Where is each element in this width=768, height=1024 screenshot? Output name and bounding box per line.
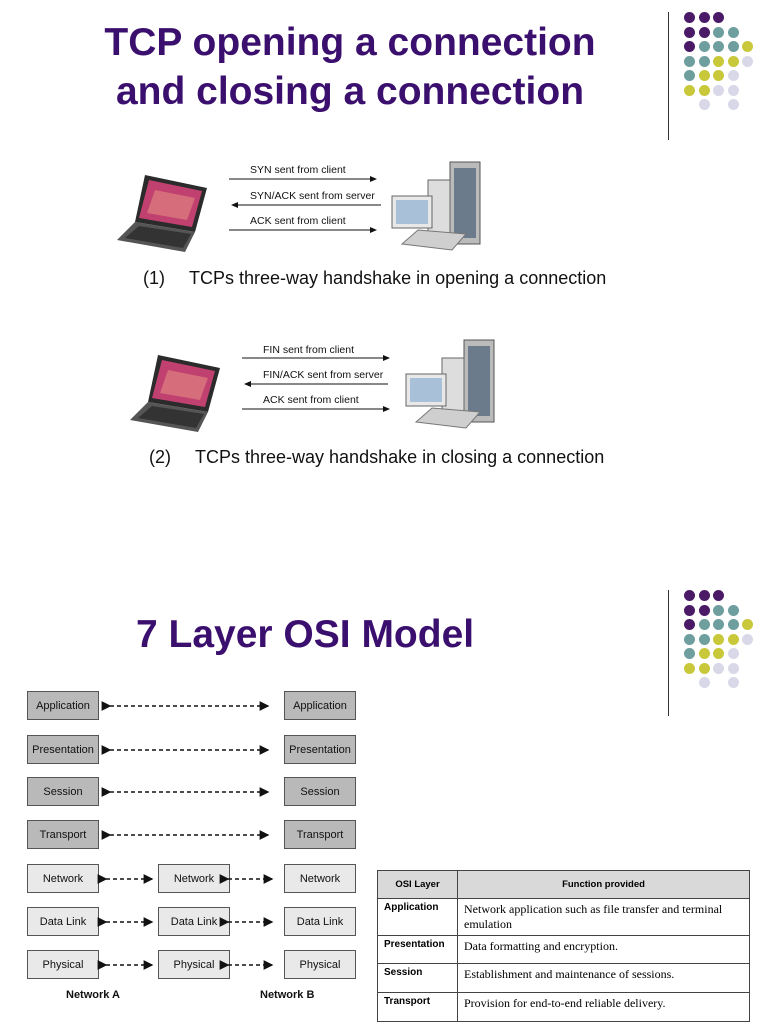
table-cell-function: Network application such as file transfe… xyxy=(457,898,750,936)
decorative-dot xyxy=(727,26,739,38)
laptop-icon xyxy=(130,355,220,432)
decorative-dot xyxy=(742,41,753,52)
table-header-function: Function provided xyxy=(457,870,750,899)
decorative-dot xyxy=(713,84,724,96)
table-header-layer: OSI Layer xyxy=(377,870,458,899)
decorative-dot xyxy=(742,633,753,645)
arrow-label-ack: ACK sent from client xyxy=(250,215,346,227)
decorative-dot xyxy=(698,604,710,616)
decorative-dot xyxy=(698,619,710,630)
decorative-dot xyxy=(713,12,724,23)
table-cell-function: Data formatting and encryption. xyxy=(457,935,750,964)
decorative-dot xyxy=(727,55,739,67)
decorative-dot xyxy=(727,633,739,645)
decorative-dot xyxy=(698,12,710,23)
decorative-dot xyxy=(713,55,724,67)
decorative-dot xyxy=(727,619,739,630)
table-cell-layer: Transport xyxy=(377,992,458,1022)
caption-close: (2) TCPs three-way handshake in closing a… xyxy=(149,447,604,468)
decorative-dot xyxy=(684,662,695,674)
decorative-dots-top xyxy=(668,10,760,140)
caption-open: (1) TCPs three-way handshake in opening a… xyxy=(143,268,606,289)
table-cell-function: Establishment and maintenance of session… xyxy=(457,963,750,993)
slide1-title-line2: and closing a connection xyxy=(115,70,585,113)
decorative-dot xyxy=(698,590,710,601)
decorative-dot xyxy=(713,70,724,81)
decorative-dot xyxy=(727,84,739,96)
decorative-dot xyxy=(713,619,724,630)
decorative-dot xyxy=(698,41,710,52)
slide1-title-line1: TCP opening a connection xyxy=(104,21,596,64)
network-b-label: Network B xyxy=(260,989,315,1001)
decorative-dot xyxy=(684,633,695,645)
laptop-icon xyxy=(117,175,207,252)
decorative-dot xyxy=(698,662,710,674)
decorative-dot xyxy=(698,677,710,688)
table-row: Session Establishment and maintenance of… xyxy=(377,963,750,993)
decorative-dot xyxy=(698,55,710,67)
decorative-dot xyxy=(727,41,739,52)
decorative-dot xyxy=(713,41,724,52)
decorative-dot xyxy=(713,590,724,601)
decorative-dots-bottom xyxy=(668,588,760,716)
decorative-dot xyxy=(698,633,710,645)
slide1-title: TCP opening a connection and closing a c… xyxy=(30,18,670,116)
arrow-label-fin: FIN sent from client xyxy=(263,344,355,356)
decorative-dot xyxy=(713,604,724,616)
decorative-dot xyxy=(727,70,739,81)
decorative-dot xyxy=(684,648,695,659)
decorative-dot xyxy=(684,604,695,616)
decorative-dot xyxy=(684,619,695,630)
table-cell-layer: Session xyxy=(377,963,458,993)
table-cell-function: Provision for end-to-end reliable delive… xyxy=(457,992,750,1022)
table-cell-layer: Presentation xyxy=(377,935,458,964)
slide2-title: 7 Layer OSI Model xyxy=(136,613,475,656)
table-header-row: OSI Layer Function provided xyxy=(377,870,750,899)
arrow-label-ack: ACK sent from client xyxy=(263,394,359,406)
caption-close-text: TCPs three-way handshake in closing a co… xyxy=(195,447,605,467)
caption-open-number: (1) xyxy=(143,268,165,288)
decorative-dot xyxy=(684,41,695,52)
table-cell-layer: Application xyxy=(377,898,458,936)
decorative-dot xyxy=(727,604,739,616)
arrow-label-synack: SYN/ACK sent from server xyxy=(250,190,375,202)
decorative-dot xyxy=(698,99,710,110)
decorative-dot xyxy=(698,70,710,81)
decorative-dot xyxy=(684,12,695,23)
decorative-dot xyxy=(698,84,710,96)
arrow-label-syn: SYN sent from client xyxy=(250,164,346,176)
caption-close-number: (2) xyxy=(149,447,171,467)
decorative-dot xyxy=(698,26,710,38)
table-row: Transport Provision for end-to-end relia… xyxy=(377,992,750,1022)
decorative-dot xyxy=(684,55,695,67)
arrow-label-finack: FIN/ACK sent from server xyxy=(263,369,384,381)
decorative-dot xyxy=(727,662,739,674)
close-arrows xyxy=(242,355,390,412)
decorative-dot xyxy=(713,26,724,38)
decorative-dot xyxy=(742,55,753,67)
decorative-dot xyxy=(713,633,724,645)
server-icon xyxy=(391,161,481,251)
decorative-dot xyxy=(684,70,695,81)
decorative-dot xyxy=(742,619,753,630)
decorative-dot xyxy=(684,26,695,38)
decorative-dot xyxy=(727,648,739,659)
divider-line xyxy=(668,12,669,140)
decorative-dot xyxy=(713,662,724,674)
open-arrows xyxy=(229,176,381,233)
table-row: Presentation Data formatting and encrypt… xyxy=(377,935,750,964)
decorative-dot xyxy=(713,648,724,659)
decorative-dot xyxy=(698,648,710,659)
divider-line xyxy=(668,590,669,716)
osi-function-table: OSI Layer Function provided Application … xyxy=(377,870,750,1022)
table-row: Application Network application such as … xyxy=(377,898,750,936)
caption-open-text: TCPs three-way handshake in opening a co… xyxy=(189,268,607,288)
decorative-dot xyxy=(684,590,695,601)
decorative-dot xyxy=(727,677,739,688)
decorative-dot xyxy=(684,84,695,96)
server-icon xyxy=(405,339,495,429)
decorative-dot xyxy=(727,99,739,110)
network-a-label: Network A xyxy=(66,989,120,1001)
